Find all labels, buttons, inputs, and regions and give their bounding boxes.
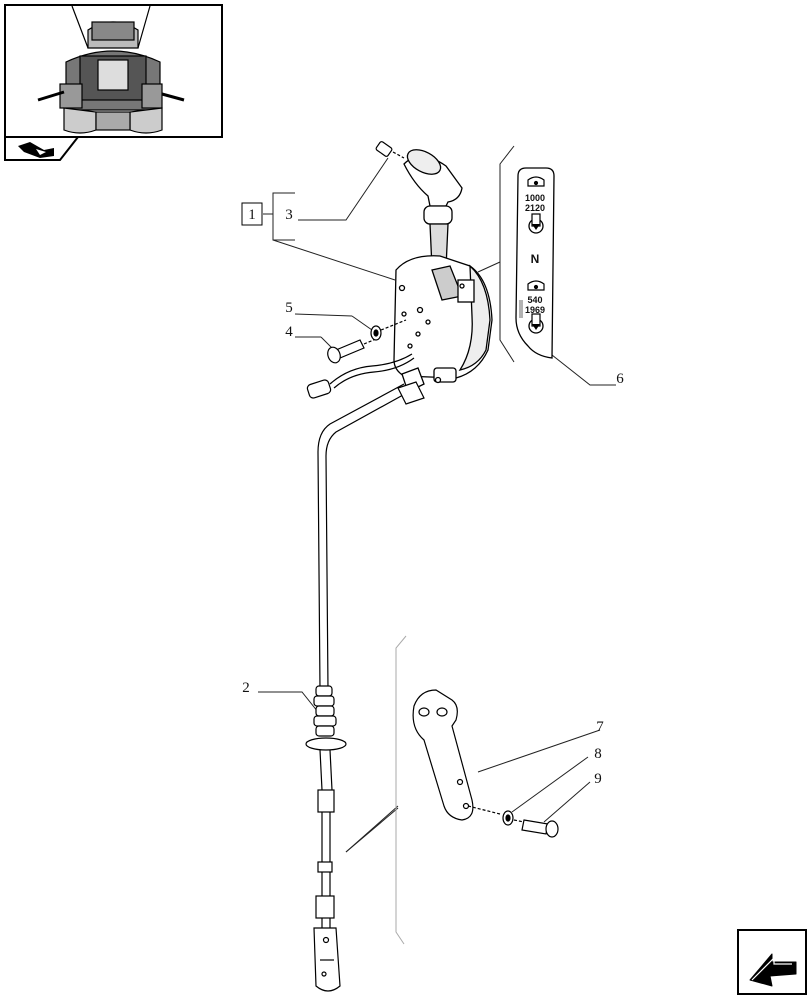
callout-group-box [241,202,263,226]
callout-4: 4 [285,324,293,340]
back-arrow-icon[interactable] [4,136,81,161]
callout-6: 6 [616,371,624,387]
control-cable [305,381,425,992]
thumbnail-view[interactable] [4,4,223,161]
callout-5: 5 [285,300,293,316]
pto-engaged-icon [528,213,544,234]
washer-5-part [370,319,407,341]
callout-7: 7 [596,719,604,735]
callout-1: 1 [248,207,256,223]
callout-3: 3 [285,207,293,223]
next-page-arrow-icon[interactable] [737,929,807,995]
bracket-7-part [412,689,501,821]
bolt-4-part [327,338,377,364]
screw-part [375,141,405,159]
callout-2: 2 [242,680,250,696]
speed-high-icon [527,176,545,187]
tractor-cab-thumbnail [37,5,185,134]
lever-assembly [393,149,493,393]
decal-bottom-speed-alt: 1969 [525,305,545,315]
wire-connector [306,353,415,399]
pto-engaged-icon-low [528,313,544,334]
callout-8: 8 [594,746,602,762]
pto-speed-decal: 1000 2120 N 540 1969 [515,167,555,359]
decal-bottom-speed: 540 [527,295,542,305]
callout-labels: 1 3 5 4 6 2 7 8 9 [241,202,624,787]
panel-edge-lines [395,145,515,945]
thumbnail-tab-arrow [18,142,54,158]
callout-leaders [258,157,616,853]
bolt-9-part [521,819,559,838]
speed-low-icon [527,280,545,291]
washer-8-part [502,810,525,826]
decal-top-speed: 1000 [525,193,545,203]
decal-neutral: N [531,252,540,266]
decal-top-speed-alt: 2120 [525,203,545,213]
decal-part-code [519,300,523,318]
callout-9: 9 [594,771,602,787]
